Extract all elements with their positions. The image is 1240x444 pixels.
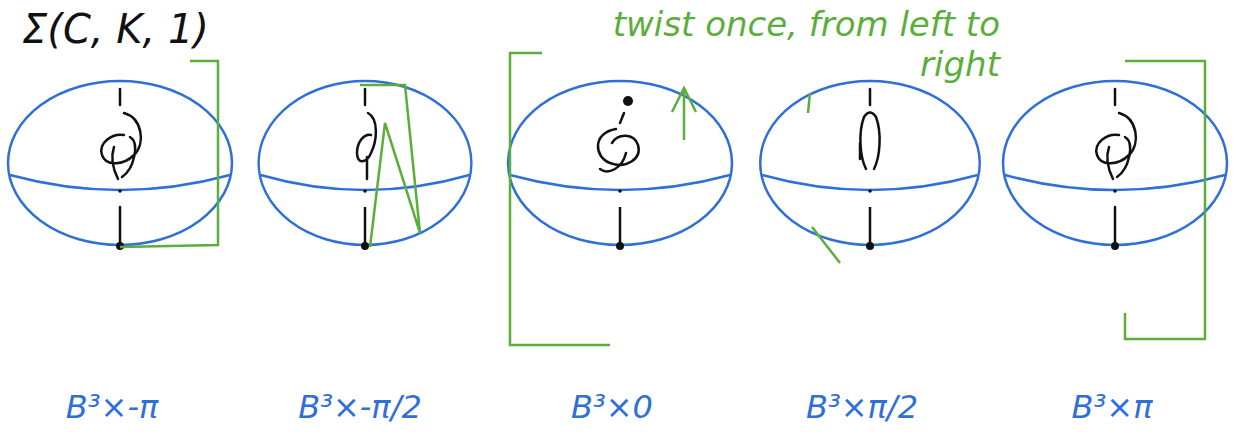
ball-pi <box>1003 61 1227 339</box>
ball-minus-pi <box>8 61 232 250</box>
ball-half-pi <box>760 81 980 263</box>
slice-label: B³×π <box>1072 388 1153 426</box>
slice-label: B³×π/2 <box>806 388 918 426</box>
slice-label: B³×-π/2 <box>298 388 422 426</box>
slice-label: B³×-π <box>66 388 158 426</box>
annotation-note: twist once, from left to right <box>560 4 1000 84</box>
slice-label: B³×0 <box>571 388 653 426</box>
ball-zero <box>508 53 732 345</box>
annotation-caret <box>672 88 696 140</box>
diagram-title: Σ(C, K, 1) <box>22 6 209 52</box>
ball-minus-half-pi <box>259 81 472 250</box>
